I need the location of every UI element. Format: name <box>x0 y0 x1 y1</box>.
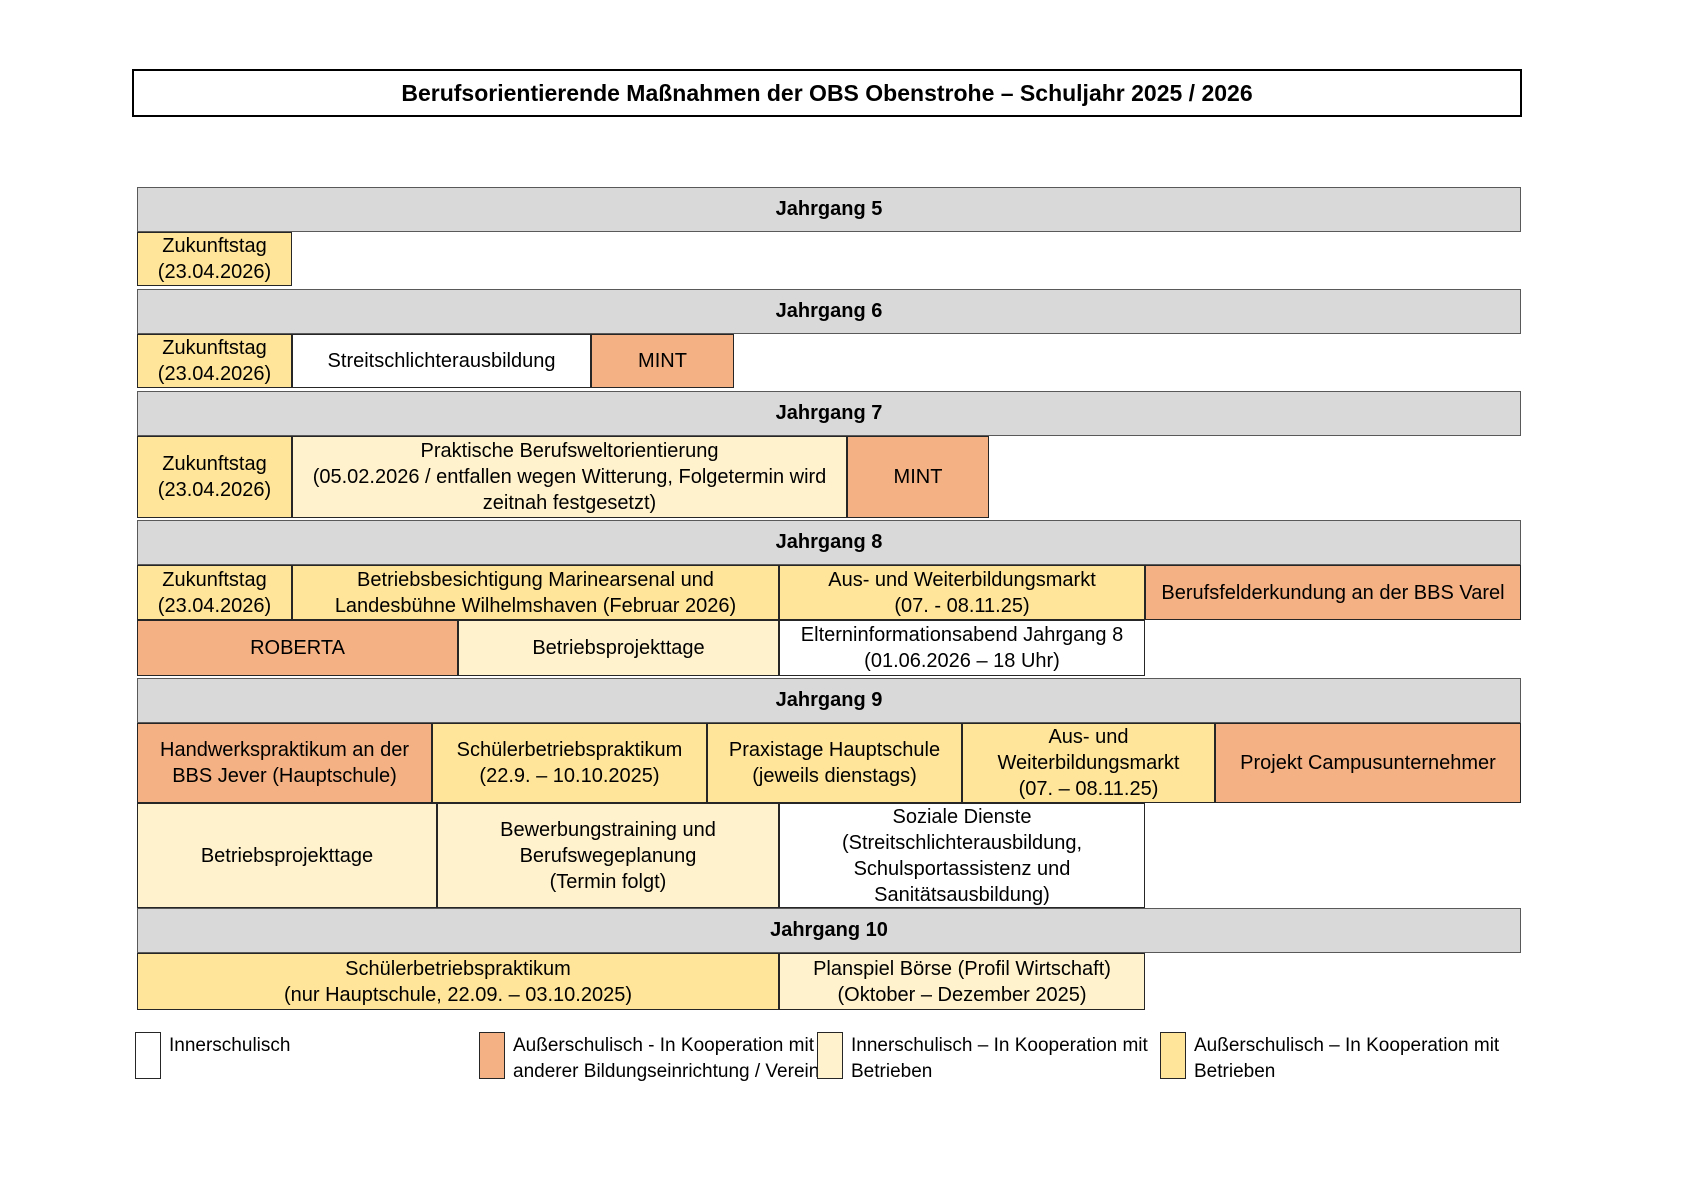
legend-label-innerschulisch: Innerschulisch <box>169 1035 291 1056</box>
cell-schuelerbetriebspraktikum-jg10: Schülerbetriebspraktikum (nur Hauptschul… <box>137 953 779 1010</box>
legend-swatch-ausserschulisch-betriebe <box>1160 1032 1186 1079</box>
legend-label-innerschulisch-betriebe: Innerschulisch – In Kooperation mit Betr… <box>851 1035 1148 1082</box>
cell-bewerbungstraining: Bewerbungstraining und Berufswegeplanung… <box>437 803 779 908</box>
section-header-jahrgang-10: Jahrgang 10 <box>137 908 1521 953</box>
cell-zukunftstag-jg8: Zukunftstag (23.04.2026) <box>137 565 292 620</box>
legend-label-ausserschulisch-bildung: Außerschulisch - In Kooperation mit ande… <box>513 1035 820 1082</box>
section-header-jahrgang-7: Jahrgang 7 <box>137 391 1521 436</box>
cell-zukunftstag-jg5: Zukunftstag (23.04.2026) <box>137 232 292 286</box>
legend-swatch-innerschulisch-betriebe <box>817 1032 843 1079</box>
cell-mint-jg7: MINT <box>847 436 989 518</box>
cell-berufsfelderkundung: Berufsfelderkundung an der BBS Varel <box>1145 565 1521 620</box>
section-header-jahrgang-6: Jahrgang 6 <box>137 289 1521 334</box>
section-header-jahrgang-8: Jahrgang 8 <box>137 520 1521 565</box>
legend-swatch-ausserschulisch-bildung <box>479 1032 505 1079</box>
legend-label-ausserschulisch-betriebe: Außerschulisch – In Kooperation mit Betr… <box>1194 1035 1500 1082</box>
cell-roberta: ROBERTA <box>137 620 458 676</box>
cell-betriebsprojekttage-jg8: Betriebsprojekttage <box>458 620 779 676</box>
cell-streitschlichterausbildung: Streitschlichterausbildung <box>292 334 591 388</box>
section-header-jahrgang-5: Jahrgang 5 <box>137 187 1521 232</box>
cell-praxistage: Praxistage Hauptschule (jeweils dienstag… <box>707 723 962 803</box>
legend-swatch-innerschulisch <box>135 1032 161 1079</box>
cell-projekt-campusunternehmer: Projekt Campusunternehmer <box>1215 723 1521 803</box>
section-header-jahrgang-9: Jahrgang 9 <box>137 678 1521 723</box>
cell-schuelerbetriebspraktikum-jg9: Schülerbetriebspraktikum (22.9. – 10.10.… <box>432 723 707 803</box>
cell-planspiel-boerse: Planspiel Börse (Profil Wirtschaft) (Okt… <box>779 953 1145 1010</box>
cell-aus-weiterbildungsmarkt-jg8: Aus- und Weiterbildungsmarkt (07. - 08.1… <box>779 565 1145 620</box>
cell-praktische-berufsweltorientierung: Praktische Berufsweltorientierung (05.02… <box>292 436 847 518</box>
cell-betriebsprojekttage-jg9: Betriebsprojekttage <box>137 803 437 908</box>
cell-aus-weiterbildungsmarkt-jg9: Aus- und Weiterbildungsmarkt (07. – 08.1… <box>962 723 1215 803</box>
cell-mint-jg6: MINT <box>591 334 734 388</box>
cell-zukunftstag-jg6: Zukunftstag (23.04.2026) <box>137 334 292 388</box>
cell-soziale-dienste: Soziale Dienste (Streitschlichterausbild… <box>779 803 1145 908</box>
cell-betriebsbesichtigung: Betriebsbesichtigung Marinearsenal und L… <box>292 565 779 620</box>
cell-elterninformationsabend: Elterninformationsabend Jahrgang 8 (01.0… <box>779 620 1145 676</box>
document-title: Berufsorientierende Maßnahmen der OBS Ob… <box>132 69 1522 117</box>
cell-zukunftstag-jg7: Zukunftstag (23.04.2026) <box>137 436 292 518</box>
cell-handwerkspraktikum: Handwerkspraktikum an der BBS Jever (Hau… <box>137 723 432 803</box>
